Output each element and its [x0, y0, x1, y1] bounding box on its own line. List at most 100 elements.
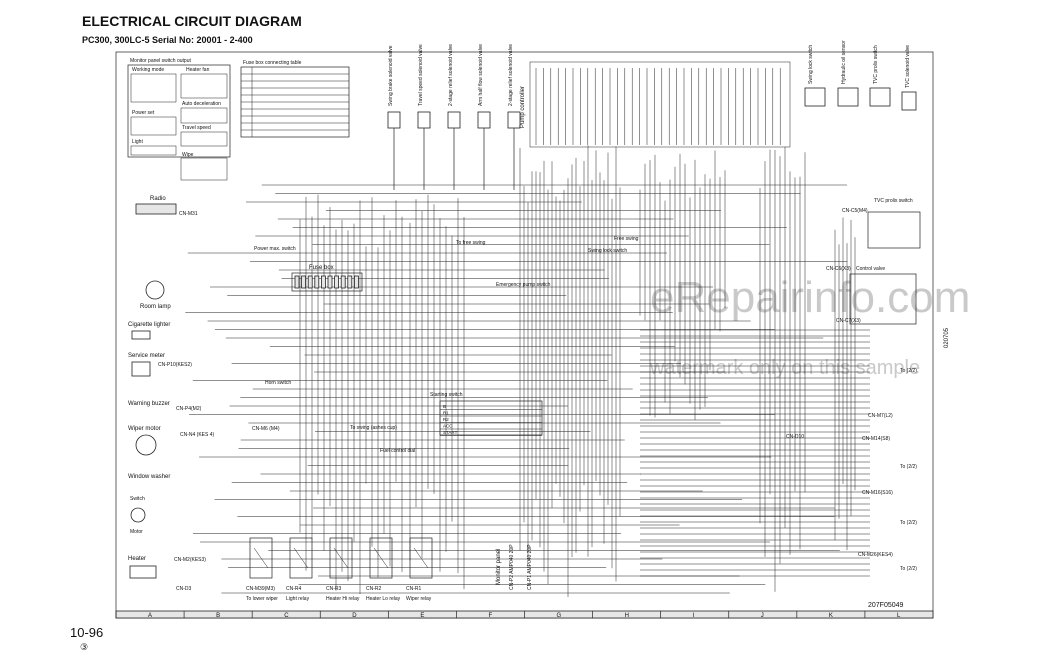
working-mode-table: [130, 73, 177, 103]
auto-decel-label: Auto deceleration: [182, 101, 221, 107]
solenoid-valve-label: Travel speed solenoid valve: [418, 44, 424, 106]
tvc-solenoid-label: TVC solenoid valve: [905, 45, 911, 88]
fuse: [347, 275, 353, 289]
solenoid-valve-symbol: [477, 111, 491, 129]
to-free-swing-label: To free swing: [456, 240, 486, 246]
m7-connector: CN-M7(L2): [868, 413, 893, 419]
p1-connector: CN-P1 AMP040 20P: [527, 544, 533, 590]
free-swing-label: Free swing: [614, 236, 639, 242]
monitor-panel-label: Monitor panel: [496, 549, 502, 585]
to-page-2-b: To (2/2): [900, 464, 917, 470]
wiper-connector: CN-N4 (KES 4): [180, 432, 215, 438]
grid-label-b: B: [216, 613, 220, 619]
fuse: [340, 275, 346, 289]
buzzer-connector: CN-P4(M2): [176, 406, 202, 412]
solenoid-valve-symbol: [417, 111, 431, 129]
relay-label: Heater Lo relay: [366, 596, 401, 602]
d10-connector: CN-D10: [786, 434, 804, 440]
monitor-switch-title: Monitor panel switch output: [130, 58, 191, 64]
cigarette-lighter-label: Cigarette lighter: [128, 322, 170, 328]
radio-connector: CN-M31: [179, 211, 198, 217]
m6-connector: CN-M6 (M4): [252, 426, 280, 432]
light-table: [130, 145, 177, 156]
tvc-solenoid-box: [901, 91, 917, 111]
to-page-2-a: To (2/2): [900, 368, 917, 374]
solenoid-valve-symbol: [447, 111, 461, 129]
m26-connector: CN-M26(KES4): [858, 552, 893, 558]
room-lamp-symbol: [145, 280, 165, 300]
wipe-table: [180, 157, 228, 181]
relay-connector: CN-R2: [366, 586, 381, 592]
page-subtitle: PC300, 300LC-5 Serial No: 20001 - 2-400: [82, 35, 253, 45]
washer-motor-label: Motor: [130, 529, 143, 535]
relay-connector: CN-R4: [286, 586, 301, 592]
service-meter-label: Service meter: [128, 353, 165, 359]
relay-symbol: [249, 537, 273, 579]
washer-motor-symbol: [130, 507, 146, 523]
watermark-notice: watermark only on this sample: [649, 357, 920, 379]
fuse-box-outline: [291, 272, 363, 292]
swing-lock-switch-label: Swing lock switch: [588, 248, 627, 254]
solenoid-valve-symbol: [387, 111, 401, 129]
relay-connector: CN-R3: [326, 586, 341, 592]
page-marker: ③: [80, 642, 88, 652]
fuse-table-rows: [241, 67, 349, 137]
relay-label: To lower wiper: [246, 596, 278, 602]
solenoid-valve-label: 2-stage relief solenoid valve: [448, 44, 454, 106]
working-mode-label: Working mode: [132, 67, 164, 73]
starting-row-label: R2: [443, 417, 449, 422]
auto-decel-table: [180, 107, 228, 124]
warning-buzzer-label: Warning buzzer: [128, 401, 170, 407]
power-set-label: Power set: [132, 110, 155, 116]
grid-label-d: D: [352, 613, 357, 619]
tvc-prolix-switch-label: TVC prolix switch: [874, 198, 913, 204]
fuse: [320, 275, 326, 289]
diagram-frame: [115, 51, 934, 619]
heater-fan-table: [180, 73, 228, 99]
emergency-pump-label: Emergency pump switch: [496, 282, 551, 288]
fuse: [294, 275, 300, 289]
relay-contact: [253, 547, 269, 569]
grid-label-a: A: [148, 613, 152, 619]
monitor-switch-panel: Monitor panel switch output Working mode…: [127, 58, 231, 181]
pump-controller-box: [529, 61, 791, 148]
cigarette-lighter-symbol: [131, 330, 151, 340]
hydraulic-oil-label: Hydraulic oil sensor: [841, 40, 847, 84]
grid-label-j: J: [761, 613, 764, 619]
relay-label: Heater Hi relay: [326, 596, 360, 602]
starting-row-label: B: [443, 404, 446, 409]
service-meter-connector: CN-P10(KES2): [158, 362, 192, 368]
fuse: [307, 275, 313, 289]
swing-lock-box: [804, 87, 826, 107]
fuse-table-title: Fuse box connecting table: [243, 60, 302, 66]
page-number: 10-96: [70, 625, 103, 640]
watermark-brand: eRepairinfo.com: [650, 273, 970, 322]
relay-symbol: [329, 537, 353, 579]
wiper-motor-symbol: [135, 434, 157, 456]
to-page-2-c: To (2/2): [900, 520, 917, 526]
control-valve-box: [849, 273, 917, 325]
m16-connector: CN-M16(S16): [862, 490, 893, 496]
drawing-code: 207F05049: [868, 602, 904, 609]
power-set-table: [130, 116, 177, 136]
relay-connector: CN-M39(M3): [246, 586, 275, 592]
fuse: [314, 275, 320, 289]
fuse: [334, 275, 340, 289]
starting-row-label: START: [443, 430, 458, 435]
fuse-box-fuses: [294, 275, 359, 289]
heater-connector: CN-M2(KES3): [174, 557, 206, 563]
window-washer-label: Window washer: [128, 474, 170, 480]
light-label: Light: [132, 139, 143, 145]
fuse: [327, 275, 333, 289]
grid-label-h: H: [625, 613, 629, 619]
center-components: Power max. switch Fuse box To swing (ash…: [254, 236, 639, 585]
wiper-motor-label: Wiper motor: [128, 426, 161, 432]
washer-switch-label: Switch: [130, 496, 145, 502]
wipe-label: Wipe: [182, 152, 194, 158]
grid-label-g: G: [557, 613, 562, 619]
page-title: ELECTRICAL CIRCUIT DIAGRAM: [82, 13, 302, 29]
